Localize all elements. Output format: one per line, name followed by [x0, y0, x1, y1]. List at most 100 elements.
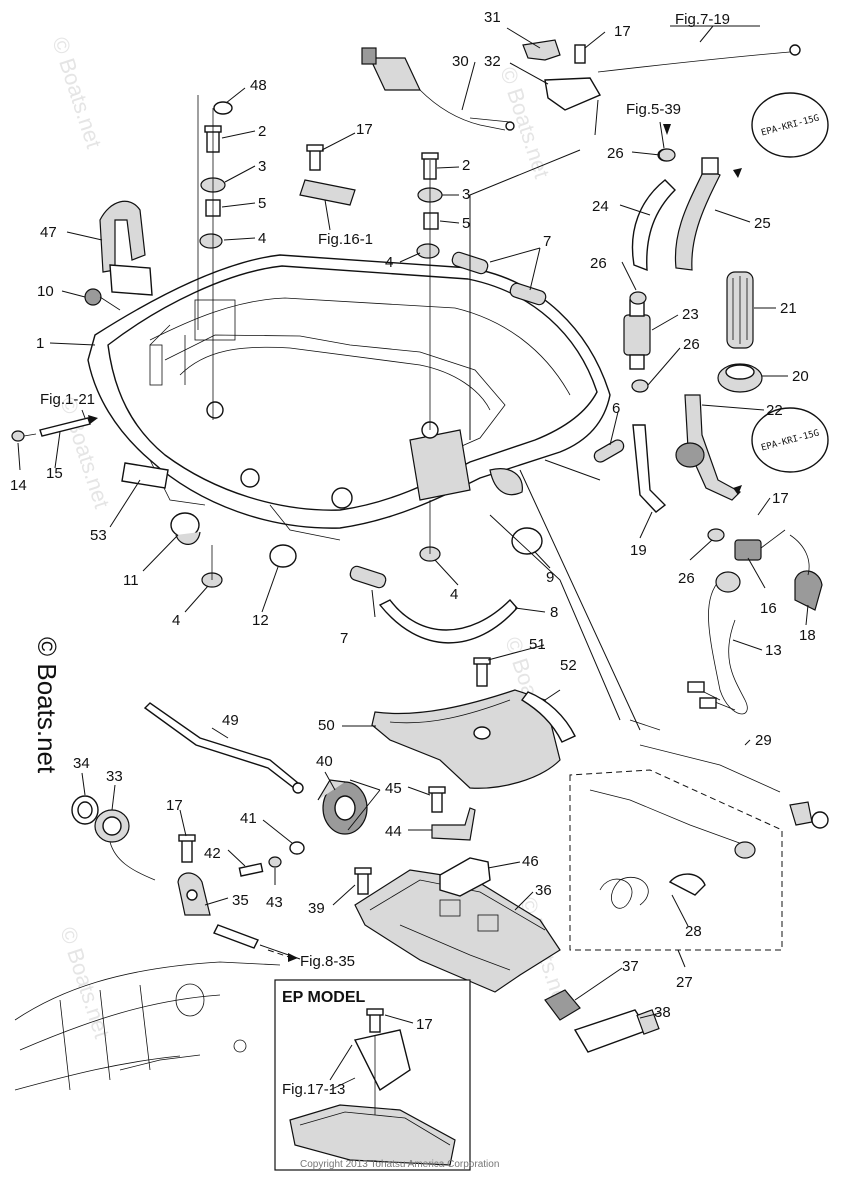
label-14: 14 [10, 477, 27, 494]
tiller-body [14, 961, 281, 1091]
label-13: 13 [765, 642, 782, 659]
label-50: 50 [318, 717, 335, 734]
gear-40 [317, 779, 368, 835]
seal-34 [71, 795, 99, 825]
harness-13 [687, 571, 748, 715]
cap-18 [789, 534, 823, 611]
label-22: 22 [766, 402, 783, 419]
label-10: 10 [37, 283, 54, 300]
label-5b: 5 [462, 215, 470, 232]
grommet-20 [717, 363, 763, 393]
cable-fig7-19 [597, 44, 801, 73]
label-37: 37 [622, 958, 639, 975]
lower-cowl [87, 254, 611, 541]
label-33: 33 [106, 768, 123, 785]
label-17c: 17 [772, 490, 789, 507]
plate-52 [520, 691, 576, 743]
label-20: 20 [792, 368, 809, 385]
watermark-main: © Boats.net [32, 637, 62, 774]
choke-30 [361, 47, 515, 131]
label-47: 47 [40, 224, 57, 241]
rod-49 [143, 702, 304, 794]
label-4: 4 [258, 230, 266, 247]
label-49: 49 [222, 712, 239, 729]
label-16: 16 [760, 600, 777, 617]
label-30: 30 [452, 53, 469, 70]
watermark-faint: © Boats.net [55, 924, 114, 1041]
plug-12 [269, 544, 297, 568]
label-51: 51 [529, 636, 546, 653]
label-23: 23 [682, 306, 699, 323]
bracket-35 [177, 834, 259, 949]
label-2: 2 [258, 123, 266, 140]
label-46: 46 [522, 853, 539, 870]
label-plate-53 [121, 462, 169, 489]
label-44: 44 [385, 823, 402, 840]
hose-22 [675, 394, 741, 501]
label-17e: 17 [416, 1016, 433, 1033]
clamps-26 [629, 148, 725, 542]
plug-33 [94, 809, 156, 881]
label-6: 6 [612, 400, 620, 417]
label-52: 52 [560, 657, 577, 674]
lanyard-kit-27 [569, 769, 783, 951]
strap-8 [378, 598, 518, 644]
label-1: 1 [36, 335, 44, 352]
label-11: 11 [123, 572, 139, 589]
washer-41-43 [238, 841, 305, 877]
label-53: 53 [90, 527, 107, 544]
label-2b: 2 [462, 157, 470, 174]
hose-19 [632, 424, 667, 513]
label-26c: 26 [683, 336, 700, 353]
label-42: 42 [204, 845, 221, 862]
label-3b: 3 [462, 186, 470, 203]
fuel-filter-23 [623, 293, 651, 370]
label-43: 43 [266, 894, 283, 911]
collar-37 [544, 989, 581, 1021]
bushing-10 [84, 288, 121, 311]
watermark-faint: © Boats.net [47, 34, 106, 151]
ref-fig16-1: Fig.16-1 [318, 231, 373, 248]
handle-47 [99, 200, 153, 296]
hose-25 [674, 157, 721, 271]
ref-fig1-21: Fig.1-21 [40, 391, 95, 408]
label-19: 19 [630, 542, 647, 559]
label-24: 24 [592, 198, 609, 215]
bracket-44 [428, 786, 476, 841]
hose-24 [631, 148, 676, 272]
ref-fig7-19: Fig.7-19 [675, 11, 730, 28]
part-labels: 48 2 3 5 4 47 10 1 Fig.1-21 14 15 53 11 … [10, 9, 816, 1098]
label-26a: 26 [607, 145, 624, 162]
label-3: 3 [258, 158, 266, 175]
label-45: 45 [385, 780, 402, 797]
leader-lines [17, 25, 809, 1081]
label-25: 25 [754, 215, 771, 232]
label-7a: 7 [543, 233, 551, 250]
label-35: 35 [232, 892, 249, 909]
arrow-heads [88, 124, 742, 962]
handle-38 [573, 1009, 660, 1053]
label-27: 27 [676, 974, 693, 991]
label-48: 48 [250, 77, 267, 94]
label-38: 38 [654, 1004, 671, 1021]
label-18: 18 [799, 627, 816, 644]
watermark-faint: © Boats.net [55, 394, 114, 511]
label-40: 40 [316, 753, 333, 770]
epa-tag-mid: EPA-KRI-15G [751, 407, 829, 473]
ref-fig17-13: Fig.17-13 [282, 1081, 345, 1098]
label-39: 39 [308, 900, 325, 917]
label-4d: 4 [385, 254, 393, 271]
ref-fig5-39: Fig.5-39 [626, 101, 681, 118]
clip-31-32 [522, 39, 602, 111]
ep-model-inset: EP MODEL [274, 979, 471, 1171]
label-12: 12 [252, 612, 269, 629]
label-4b: 4 [172, 612, 180, 629]
label-17d: 17 [166, 797, 183, 814]
plug-11 [170, 512, 201, 545]
label-4c: 4 [450, 586, 458, 603]
inset-title: EP MODEL [282, 989, 366, 1006]
label-21: 21 [780, 300, 797, 317]
plug-9 [511, 527, 543, 555]
